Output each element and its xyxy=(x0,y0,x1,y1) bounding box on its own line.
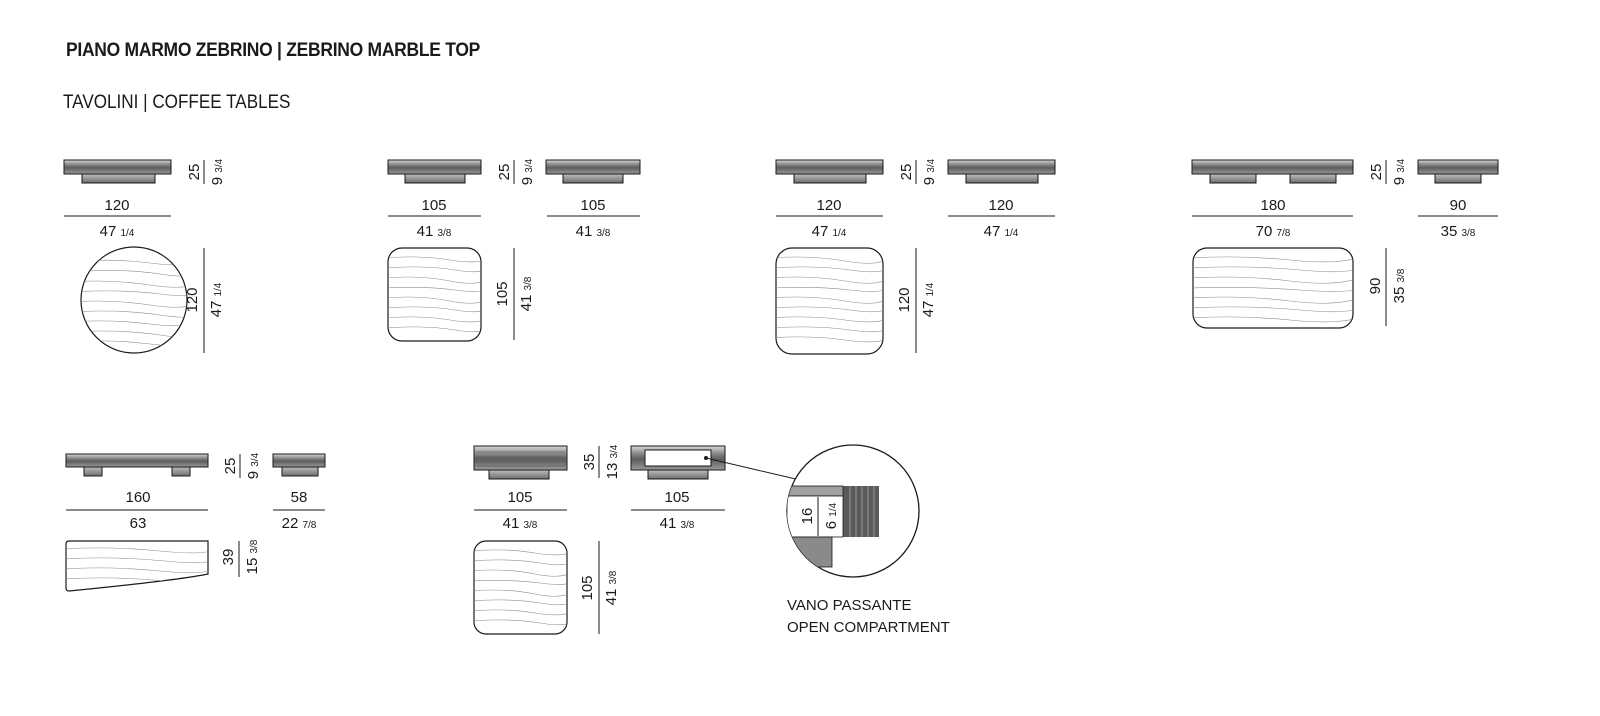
depth-in: 35 3/8 xyxy=(1391,268,1408,303)
width-cm: 180 xyxy=(1260,197,1285,214)
width-in: 47 1/4 xyxy=(812,223,847,240)
table-square-105: 105 41 3/8 105 41 3/8 25 9 3/4 105 41 3/… xyxy=(387,158,641,342)
depth-in: 47 1/4 xyxy=(920,282,937,317)
height-in: 9 3/4 xyxy=(1391,158,1408,185)
table-round-120: 120 47 1/4 25 9 3/4 120 47 1/4 xyxy=(63,158,226,354)
width-in: 41 3/8 xyxy=(503,515,538,532)
depth-cm: 105 xyxy=(579,575,596,600)
width-cm: 105 xyxy=(507,489,532,506)
side-width-in: 41 3/8 xyxy=(576,223,611,240)
height-cm: 25 xyxy=(898,164,915,181)
side-width-cm: 120 xyxy=(988,197,1013,214)
plan-view xyxy=(80,246,188,354)
depth-cm: 90 xyxy=(1367,278,1384,295)
detail-label-it: VANO PASSANTE xyxy=(787,597,911,614)
side-width-in: 47 1/4 xyxy=(984,223,1019,240)
detail-height-cm: 16 xyxy=(799,508,816,525)
width-cm: 120 xyxy=(816,197,841,214)
table-square-compartment-105: 105 41 3/8 105 41 3/8 35 13 3/4 105 41 3… xyxy=(473,444,801,635)
height-cm: 35 xyxy=(581,454,598,471)
height-cm: 25 xyxy=(496,164,513,181)
height-in: 9 3/4 xyxy=(519,158,536,185)
width-cm: 105 xyxy=(421,197,446,214)
side-width-cm: 58 xyxy=(291,489,308,506)
table-rectangular-180: 180 70 7/8 90 35 3/8 25 9 3/4 90 35 3/8 xyxy=(1191,158,1499,329)
table-trapezoid-160: 160 63 58 22 7/8 25 9 3/4 39 15 3/8 xyxy=(65,452,326,592)
width-in: 63 xyxy=(130,515,147,532)
height-cm: 25 xyxy=(222,458,239,475)
depth-cm: 120 xyxy=(184,287,201,312)
section-subtitle: TAVOLINI | COFFEE TABLES xyxy=(63,92,291,113)
depth-in: 41 3/8 xyxy=(603,570,620,605)
page-title: PIANO MARMO ZEBRINO | ZEBRINO MARBLE TOP xyxy=(66,40,481,61)
height-cm: 25 xyxy=(186,164,203,181)
height-cm: 25 xyxy=(1368,164,1385,181)
side-elevation xyxy=(63,159,172,184)
width-in: 47 1/4 xyxy=(100,223,135,240)
depth-cm: 39 xyxy=(220,549,237,566)
width-in: 70 7/8 xyxy=(1256,223,1291,240)
compartment-detail-callout: 16 6 1/4 VANO PASSANTE OPEN COMPARTMENT xyxy=(786,444,950,636)
height-in: 13 3/4 xyxy=(604,444,621,479)
depth-in: 15 3/8 xyxy=(244,539,261,574)
table-square-120: 120 47 1/4 120 47 1/4 25 9 3/4 120 47 1/… xyxy=(775,158,1056,355)
side-width-in: 41 3/8 xyxy=(660,515,695,532)
width-cm: 160 xyxy=(125,489,150,506)
side-width-in: 35 3/8 xyxy=(1441,223,1476,240)
depth-in: 41 3/8 xyxy=(518,276,535,311)
width-in-whole: 47 xyxy=(100,223,117,240)
height-in: 9 3/4 xyxy=(245,452,262,479)
height-in: 9 3/4 xyxy=(209,158,226,185)
width-in-frac: 1/4 xyxy=(120,228,134,239)
detail-height-in: 6 1/4 xyxy=(823,502,840,529)
side-width-in: 22 7/8 xyxy=(282,515,317,532)
side-width-cm: 90 xyxy=(1450,197,1467,214)
depth-cm: 105 xyxy=(494,281,511,306)
width-in: 41 3/8 xyxy=(417,223,452,240)
side-width-cm: 105 xyxy=(580,197,605,214)
height-in: 9 3/4 xyxy=(921,158,938,185)
width-cm: 120 xyxy=(104,197,129,214)
depth-in: 47 1/4 xyxy=(208,282,225,317)
side-width-cm: 105 xyxy=(664,489,689,506)
detail-label-en: OPEN COMPARTMENT xyxy=(787,619,950,636)
depth-cm: 120 xyxy=(896,287,913,312)
